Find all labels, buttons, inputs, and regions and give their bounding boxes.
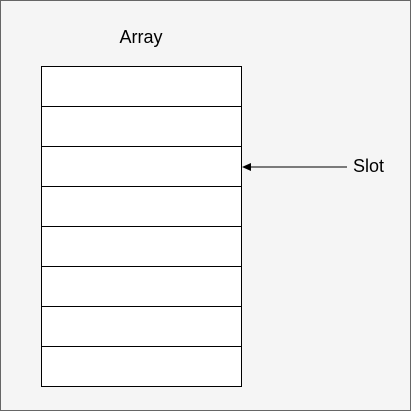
array-cell-pointed xyxy=(42,146,241,186)
array-cell xyxy=(42,186,241,226)
array-cell xyxy=(42,306,241,346)
array-cell xyxy=(42,226,241,266)
slot-pointer-arrow xyxy=(242,163,347,171)
arrow-head xyxy=(242,163,251,171)
array-cell xyxy=(42,106,241,146)
array-title: Array xyxy=(119,27,163,47)
slot-label: Slot xyxy=(353,156,385,176)
array-cell xyxy=(42,346,241,386)
array-box xyxy=(41,66,242,387)
array-cell xyxy=(42,67,241,106)
array-cell xyxy=(42,266,241,306)
